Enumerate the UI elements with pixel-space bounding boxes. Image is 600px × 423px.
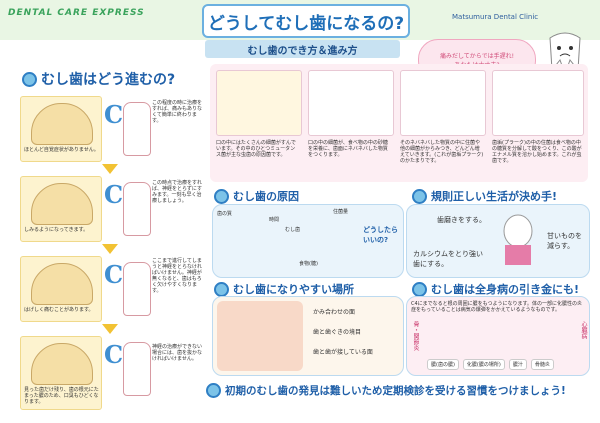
cavity-illustration xyxy=(492,70,584,136)
cause-label-bacteria: 住菌量 xyxy=(333,209,349,215)
habit-panel: 歯磨きをする。 カルシウムをとり強い歯にする。 甘いものを減らす。 xyxy=(406,204,590,278)
stage-face-caption: しみるようになってきます。 xyxy=(24,227,89,233)
cause-question: どうしたらいいの? xyxy=(363,226,398,244)
cause-title: むし歯の原因 xyxy=(214,188,299,204)
speech-line-1: 痛みだしてからでは手遅れ! xyxy=(439,53,515,60)
brand-name: DENTAL CARE EXPRESS xyxy=(8,8,145,18)
page-title: どうしてむし歯になるの? xyxy=(202,4,410,38)
disease-description: C4にまでなると根の周囲に膿をもつようになります。体の一部に化膿性の炎症をもって… xyxy=(411,301,582,313)
disease-item: 膿汁 xyxy=(508,359,527,370)
arrow-down-icon xyxy=(102,164,118,174)
formation-step: 歯垢(プラーク)の中の住菌は食べ物の中の糖質を分解して酸をつくり、この酸がエナメ… xyxy=(492,140,582,164)
muscle-tooth-icon xyxy=(503,214,533,265)
progression-title-text: むし歯はどう進むの? xyxy=(41,72,176,88)
face-illustration xyxy=(31,103,93,145)
tooth-cross-section-icon xyxy=(123,182,151,236)
disease-list: 膿(歯の膿) 化膿(膿の場所) 膿汁 骨髄炎 xyxy=(427,359,554,370)
stage-c3-face-panel: はげしく痛むことがあります。 xyxy=(20,256,102,322)
cause-diagram: 歯の質 住菌量 むし歯 時間 食物(糖) どうしたらいいの? xyxy=(212,204,404,278)
places-panel: かみ合わせの面 歯と歯ぐきの境目 歯と歯が接している面 xyxy=(212,296,404,376)
formation-panel: 口の中にはたくさんの細菌がすんでいます。その中のひとつミュータンス菌が主な虫歯の… xyxy=(210,64,588,182)
bullet-icon xyxy=(206,382,221,398)
habit-item: カルシウムをとり強い歯にする。 xyxy=(413,250,483,268)
bullet-icon xyxy=(22,71,37,87)
cause-label-tooth: 歯の質 xyxy=(217,211,233,217)
habit-item: 歯磨きをする。 xyxy=(437,216,486,224)
tooth-diagram xyxy=(217,301,303,371)
formation-step: 口の中にはたくさんの細菌がすんでいます。その中のひとつミュータンス菌が主な虫歯の… xyxy=(216,140,296,158)
place-item: 歯と歯ぐきの境目 xyxy=(313,329,362,336)
arrow-down-icon xyxy=(102,324,118,334)
face-illustration xyxy=(31,263,93,305)
clinic-name: Matsumura Dental Clinic xyxy=(452,13,539,21)
plaque-illustration xyxy=(400,70,486,136)
disease-item: 骨髄炎 xyxy=(530,359,554,370)
disease-side-left: 骨・関節炎 xyxy=(412,321,419,351)
habit-title: 規則正しい生活が決め手! xyxy=(412,188,557,204)
formation-step: そのネバネバした物質の中に住菌や他の細菌がからみつき、どんどん増えていきます。(… xyxy=(400,140,484,164)
cause-label-center: むし歯 xyxy=(285,227,301,233)
disease-panel: C4にまでなると根の周囲に膿をもつようになります。体の一部に化膿性の炎症をもって… xyxy=(406,296,590,376)
bullet-icon xyxy=(412,188,427,204)
cause-label-time: 時間 xyxy=(269,217,280,223)
bullet-icon xyxy=(214,281,229,297)
formation-step: 口の中の細菌が、食べ物の中の砂糖を栄養に、歯面にネバネバした物質をつくります。 xyxy=(308,140,388,158)
face-illustration xyxy=(31,343,93,385)
stage-face-caption: はげしく痛むことがあります。 xyxy=(24,307,94,313)
tooth-face-illustration xyxy=(308,70,394,136)
place-item: かみ合わせの面 xyxy=(313,309,356,316)
tooth-cross-section-icon xyxy=(123,342,151,396)
bacteria-illustration xyxy=(216,70,302,136)
stage-c2-face-panel: しみるようになってきます。 xyxy=(20,176,102,242)
stage-face-caption: 見った歯だけ残り、歯の根元にたまった膿のため、口臭もひどくなります。 xyxy=(24,387,99,405)
bullet-icon xyxy=(412,281,427,297)
arrow-down-icon xyxy=(102,244,118,254)
tooth-cross-section-icon xyxy=(123,262,151,316)
stage-description: 神経の治療ができない場合には、歯を抜かなければいけません。 xyxy=(152,344,203,362)
tooth-cross-section-icon xyxy=(123,102,151,156)
disease-item: 膿(歯の膿) xyxy=(427,359,459,370)
progression-title: むし歯はどう進むの? xyxy=(22,68,206,90)
places-title: むし歯になりやすい場所 xyxy=(214,281,354,297)
habit-item: 甘いものを減らす。 xyxy=(547,232,582,250)
stage-description: この時点で治療をすれば、神経をとらずにすみます。一刻も早く治療しましょう。 xyxy=(152,180,203,204)
stage-description: ここまで進行してしまうと神経をとらなければいけません。神経が無くなると、歯はもろ… xyxy=(152,258,203,294)
face-illustration xyxy=(31,183,93,225)
stage-face-caption: ほとんど自覚症状がありません。 xyxy=(24,147,99,153)
place-item: 歯と歯が接している面 xyxy=(313,349,373,356)
footer-message: 初期のむし歯の発見は難しいため定期検診を受ける習慣をつけましょう! xyxy=(206,380,594,400)
stage-c4-face-panel: 見った歯だけ残り、歯の根元にたまった膿のため、口臭もひどくなります。 xyxy=(20,336,102,410)
cause-label-food: 食物(糖) xyxy=(299,261,318,267)
bullet-icon xyxy=(214,188,229,204)
disease-item: 化膿(膿の場所) xyxy=(462,359,505,370)
stage-description: この程度の時に治療をすれば、痛みもありなくて簡単に終わります。 xyxy=(152,100,203,124)
disease-side-right: 心臓病 xyxy=(580,321,587,339)
disease-title: むし歯は全身病の引き金にも! xyxy=(412,281,579,297)
page-subtitle: むし歯のでき方＆進み方 xyxy=(205,40,400,58)
stage-c1-face-panel: ほとんど自覚症状がありません。 xyxy=(20,96,102,162)
